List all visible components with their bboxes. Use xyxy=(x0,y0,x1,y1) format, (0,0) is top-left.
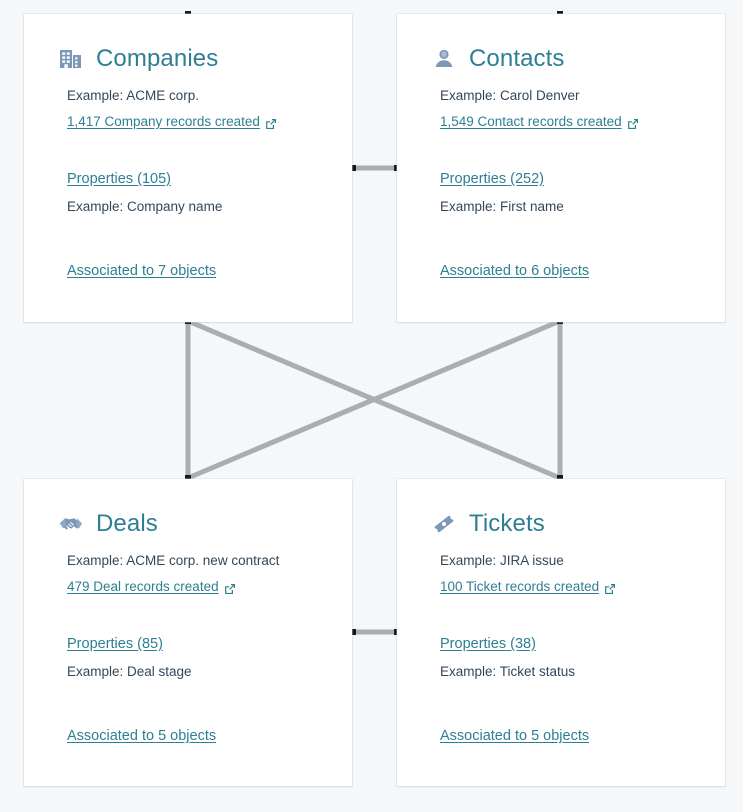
object-card-companies[interactable]: Companies Example: ACME corp. 1,417 Comp… xyxy=(24,14,352,322)
example-record-deals: Example: ACME corp. new contract xyxy=(67,553,280,568)
example-property-companies: Example: Company name xyxy=(67,199,223,214)
records-created-label-deals: 479 Deal records created xyxy=(67,579,219,594)
records-created-link-companies[interactable]: 1,417 Company records created xyxy=(67,112,277,132)
properties-link-contacts[interactable]: Properties (252) xyxy=(440,171,544,187)
card-header-deals: Deals xyxy=(58,511,322,537)
associations-link-contacts[interactable]: Associated to 6 objects xyxy=(440,263,590,279)
properties-link-tickets[interactable]: Properties (38) xyxy=(440,636,536,652)
records-created-link-tickets[interactable]: 100 Ticket records created xyxy=(440,577,616,597)
example-property-deals: Example: Deal stage xyxy=(67,664,192,679)
ticket-icon xyxy=(431,511,457,537)
associations-link-companies[interactable]: Associated to 7 objects xyxy=(67,263,217,279)
object-card-contacts[interactable]: Contacts Example: Carol Denver 1,549 Con… xyxy=(397,14,725,322)
card-header-tickets: Tickets xyxy=(431,511,695,537)
object-card-tickets[interactable]: Tickets Example: JIRA issue 100 Ticket r… xyxy=(397,479,725,786)
person-icon xyxy=(431,46,457,72)
card-title-deals: Deals xyxy=(96,510,158,537)
external-link-icon xyxy=(604,581,616,594)
external-link-icon xyxy=(265,116,277,129)
properties-link-deals[interactable]: Properties (85) xyxy=(67,636,163,652)
object-card-deals[interactable]: Deals Example: ACME corp. new contract 4… xyxy=(24,479,352,786)
example-property-tickets: Example: Ticket status xyxy=(440,664,576,679)
card-header-contacts: Contacts xyxy=(431,46,695,72)
records-created-label-companies: 1,417 Company records created xyxy=(67,114,260,129)
card-title-tickets: Tickets xyxy=(469,510,545,537)
connector-companies-to-tickets xyxy=(187,318,561,481)
records-created-label-tickets: 100 Ticket records created xyxy=(440,579,600,594)
office-building-icon xyxy=(58,46,84,72)
card-title-companies: Companies xyxy=(96,45,219,72)
associations-link-deals[interactable]: Associated to 5 objects xyxy=(67,728,217,744)
example-record-companies: Example: ACME corp. xyxy=(67,88,200,103)
external-link-icon xyxy=(627,116,639,129)
records-created-link-contacts[interactable]: 1,549 Contact records created xyxy=(440,112,639,132)
records-created-link-deals[interactable]: 479 Deal records created xyxy=(67,577,236,597)
records-created-label-contacts: 1,549 Contact records created xyxy=(440,114,622,129)
example-record-tickets: Example: JIRA issue xyxy=(440,553,564,568)
card-header-companies: Companies xyxy=(58,46,322,72)
example-property-contacts: Example: First name xyxy=(440,199,564,214)
connector-contacts-to-deals xyxy=(187,318,561,481)
card-title-contacts: Contacts xyxy=(469,45,565,72)
external-link-icon xyxy=(224,581,236,594)
properties-link-companies[interactable]: Properties (105) xyxy=(67,171,171,187)
handshake-icon xyxy=(58,511,84,537)
example-record-contacts: Example: Carol Denver xyxy=(440,88,580,103)
associations-link-tickets[interactable]: Associated to 5 objects xyxy=(440,728,590,744)
